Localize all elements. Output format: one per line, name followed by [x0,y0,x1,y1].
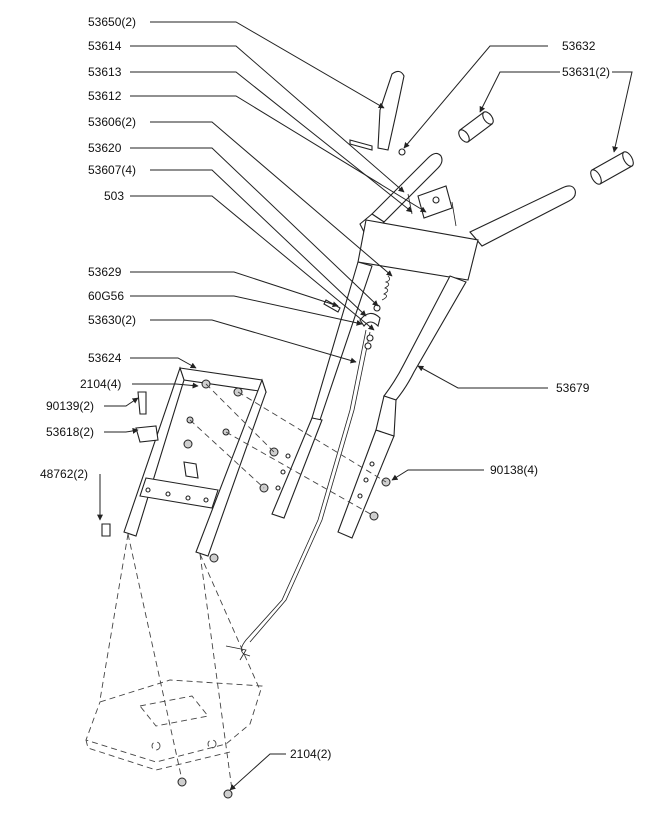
label-53632: 53632 [562,39,596,53]
bolt-48762 [101,523,111,537]
clamp-part [359,312,381,328]
spring-part [381,275,390,301]
leader-lines [97,21,633,791]
handle-grip-1 [458,111,494,143]
label-2104-4: 2104(4) [80,377,121,391]
control-rod [241,329,367,657]
lower-handle-left-tube [271,261,373,519]
label-60G56: 60G56 [88,289,124,303]
handle-grip-2 [590,151,634,185]
upper-handle-right-arm [469,185,576,247]
part-labels: 53650(2) 53614 53613 53612 53606(2) 5362… [40,15,610,761]
label-53629: 53629 [88,265,122,279]
label-53679: 53679 [556,381,590,395]
label-53630: 53630(2) [88,313,136,327]
label-53650: 53650(2) [88,15,136,29]
label-53612: 53612 [88,89,122,103]
tiller-base-plate [85,679,263,771]
label-90139: 90139(2) [46,399,94,413]
lower-handle-right-tube [337,275,467,539]
label-53624: 53624 [88,351,122,365]
upper-bracket-53650 [377,70,405,151]
label-53614: 53614 [88,39,122,53]
label-503: 503 [104,189,124,203]
bracket-53618 [135,425,159,443]
label-53631: 53631(2) [562,65,610,79]
handle-panel [357,219,479,281]
label-53613: 53613 [88,65,122,79]
label-90138: 90138(4) [490,463,538,477]
label-53607: 53607(4) [88,163,136,177]
label-48762: 48762(2) [40,467,88,481]
bolt-90139 [137,391,147,415]
label-53606: 53606(2) [88,115,136,129]
label-53620: 53620 [88,141,122,155]
label-53618: 53618(2) [46,425,94,439]
label-2104-2: 2104(2) [290,747,331,761]
handle-assembly-drawing [85,70,634,799]
